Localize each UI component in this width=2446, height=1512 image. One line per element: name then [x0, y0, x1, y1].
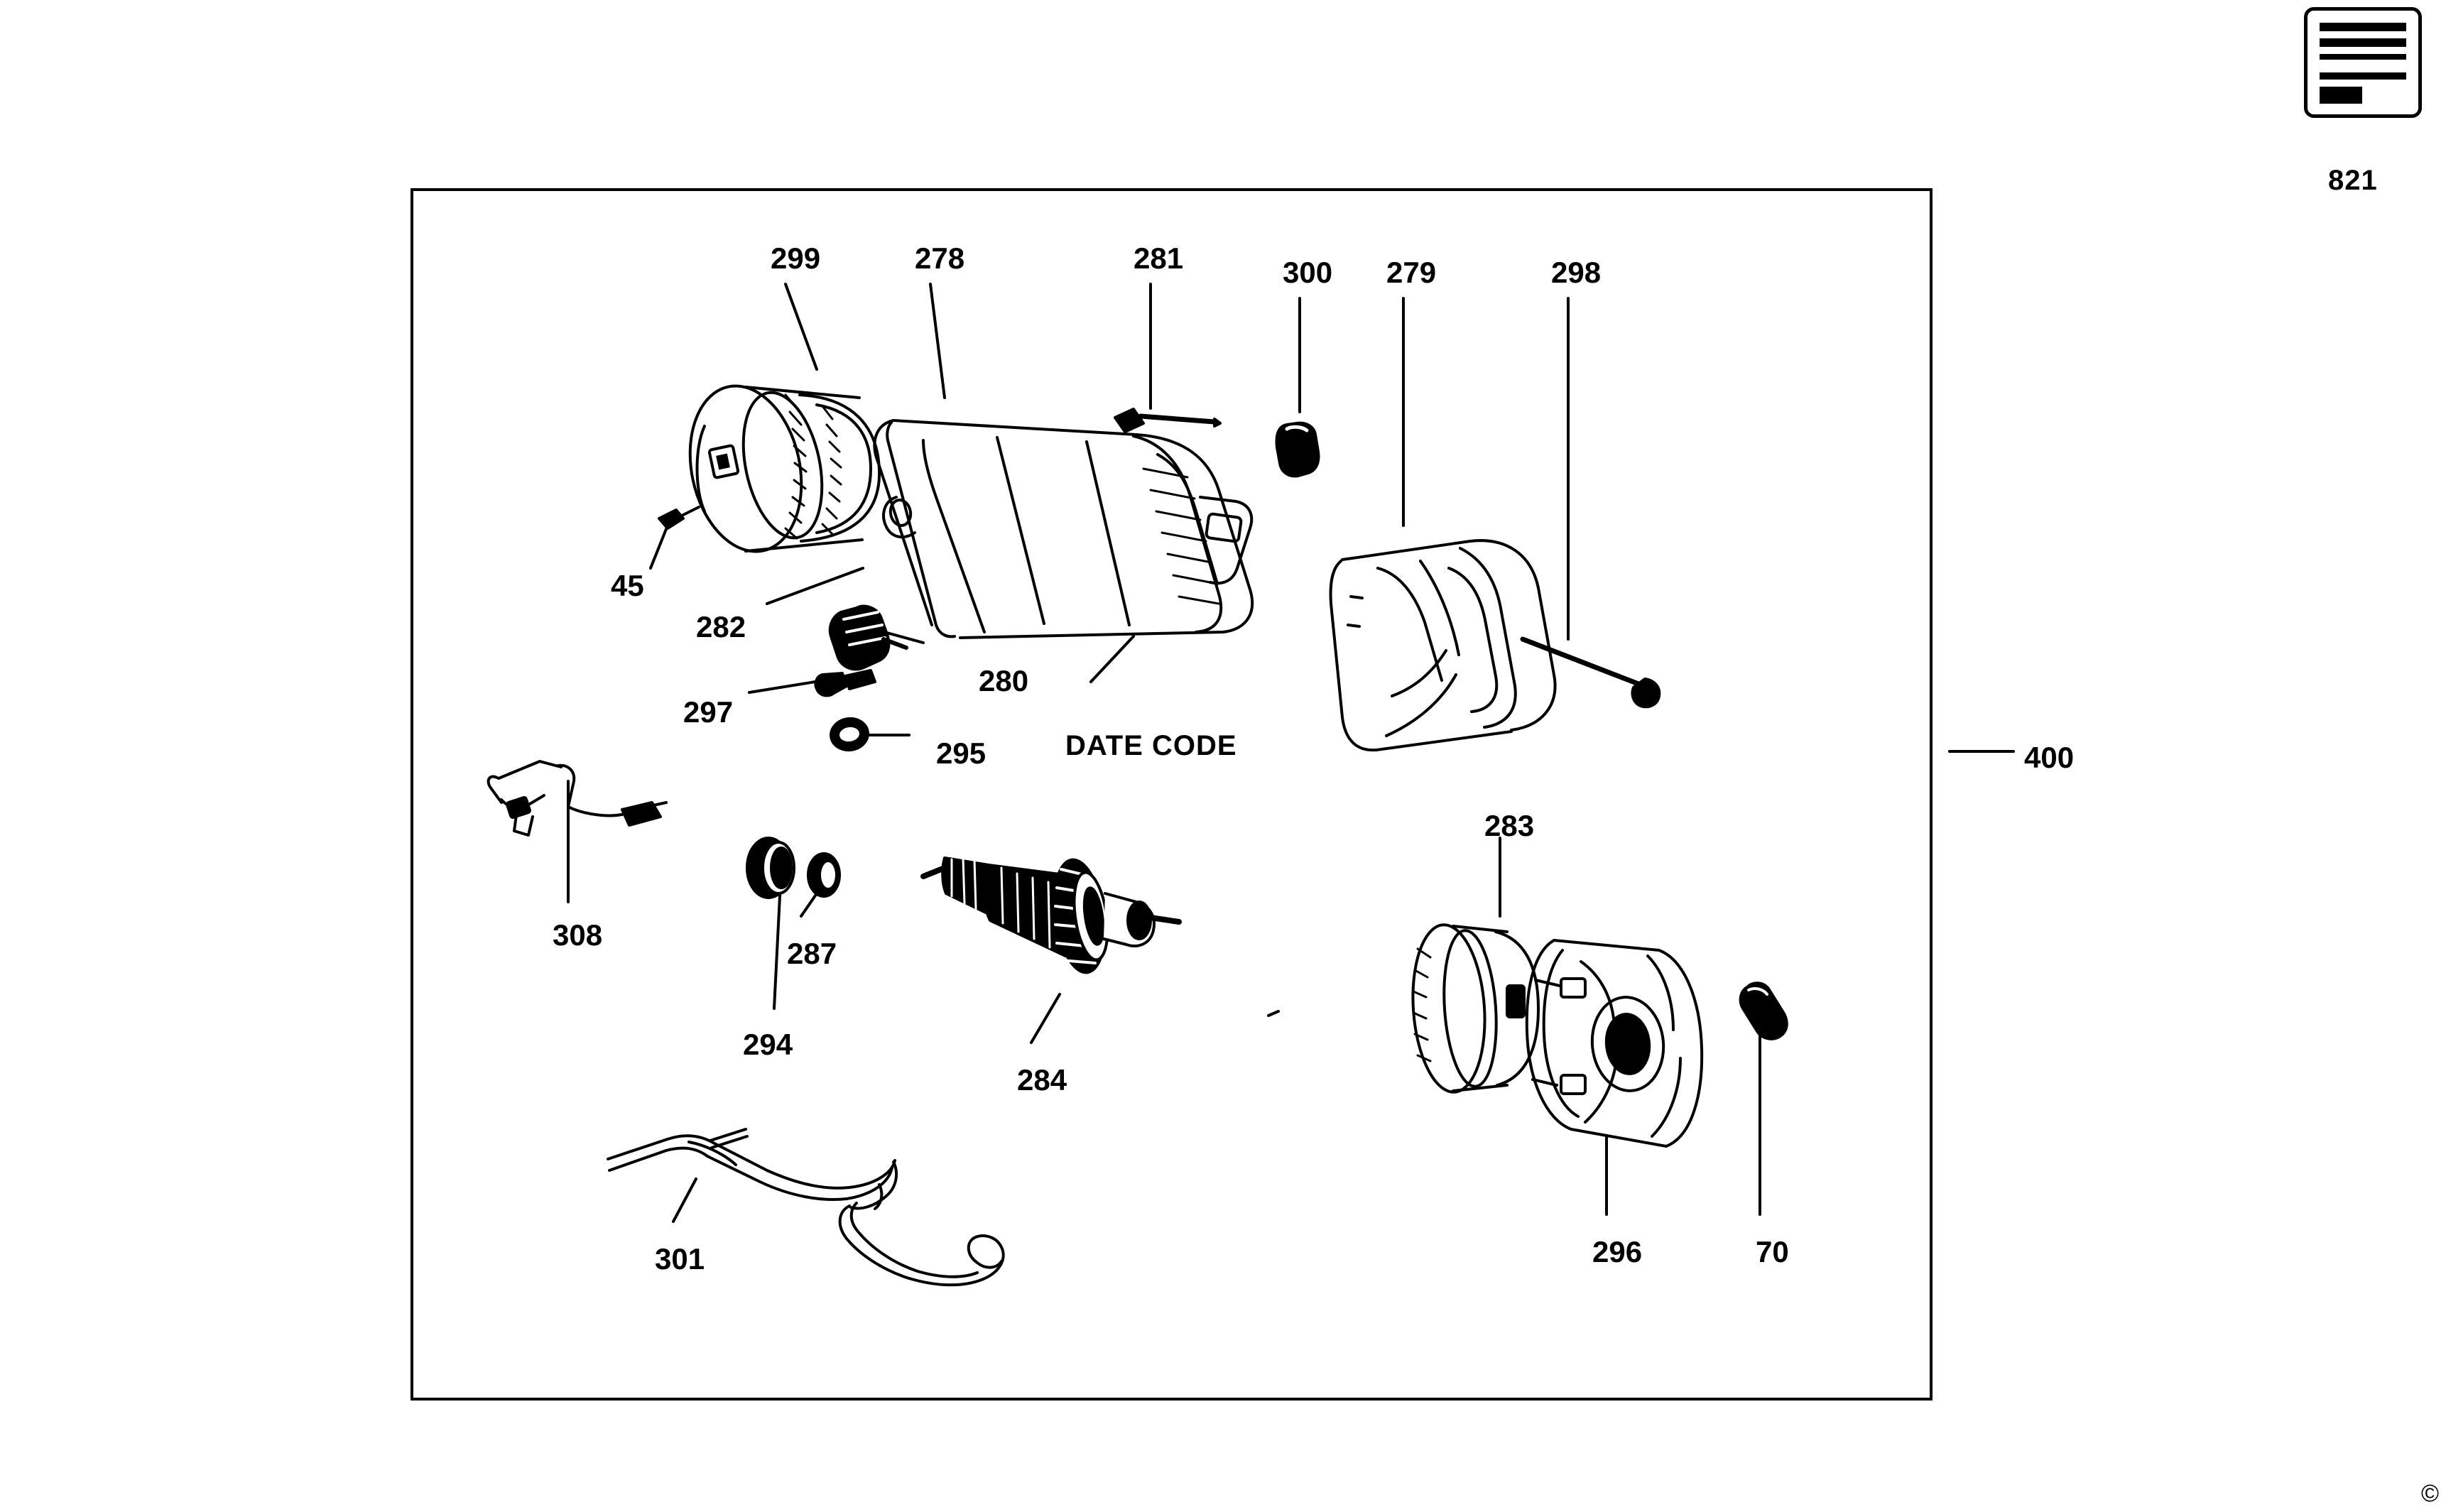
page-icon-bar-2 [2320, 38, 2406, 47]
callout-297: 297 [683, 695, 734, 729]
callout-279: 279 [1386, 256, 1437, 289]
callout-283: 283 [1484, 809, 1535, 842]
callout-400: 400 [2024, 741, 2075, 774]
callout-294: 294 [743, 1028, 793, 1061]
page-icon-bar-4 [2320, 72, 2406, 80]
diagram-frame [411, 188, 1933, 1400]
page-icon-bar-3 [2320, 54, 2406, 60]
page-icon-label: 821 [2328, 165, 2378, 196]
callout-281: 281 [1134, 241, 1184, 275]
callout-308: 308 [553, 918, 603, 952]
callout-295: 295 [936, 736, 986, 770]
callout-70: 70 [1756, 1235, 1789, 1268]
page-icon-bar-1 [2320, 23, 2406, 31]
callout-45: 45 [611, 569, 644, 602]
callout-296: 296 [1592, 1235, 1643, 1268]
date-code-label: DATE CODE [1065, 730, 1237, 761]
copyright-mark: © [2420, 1480, 2439, 1507]
callout-280: 280 [979, 664, 1029, 697]
callout-282: 282 [696, 610, 746, 643]
callout-300: 300 [1283, 256, 1333, 289]
callout-278: 278 [915, 241, 965, 275]
page-icon-bar-5 [2320, 87, 2362, 104]
callout-298: 298 [1551, 256, 1602, 289]
callout-287: 287 [787, 937, 837, 970]
callout-301: 301 [655, 1242, 705, 1276]
callout-299: 299 [771, 241, 821, 275]
document-page-icon[interactable] [2304, 7, 2425, 121]
callout-284: 284 [1017, 1063, 1067, 1097]
